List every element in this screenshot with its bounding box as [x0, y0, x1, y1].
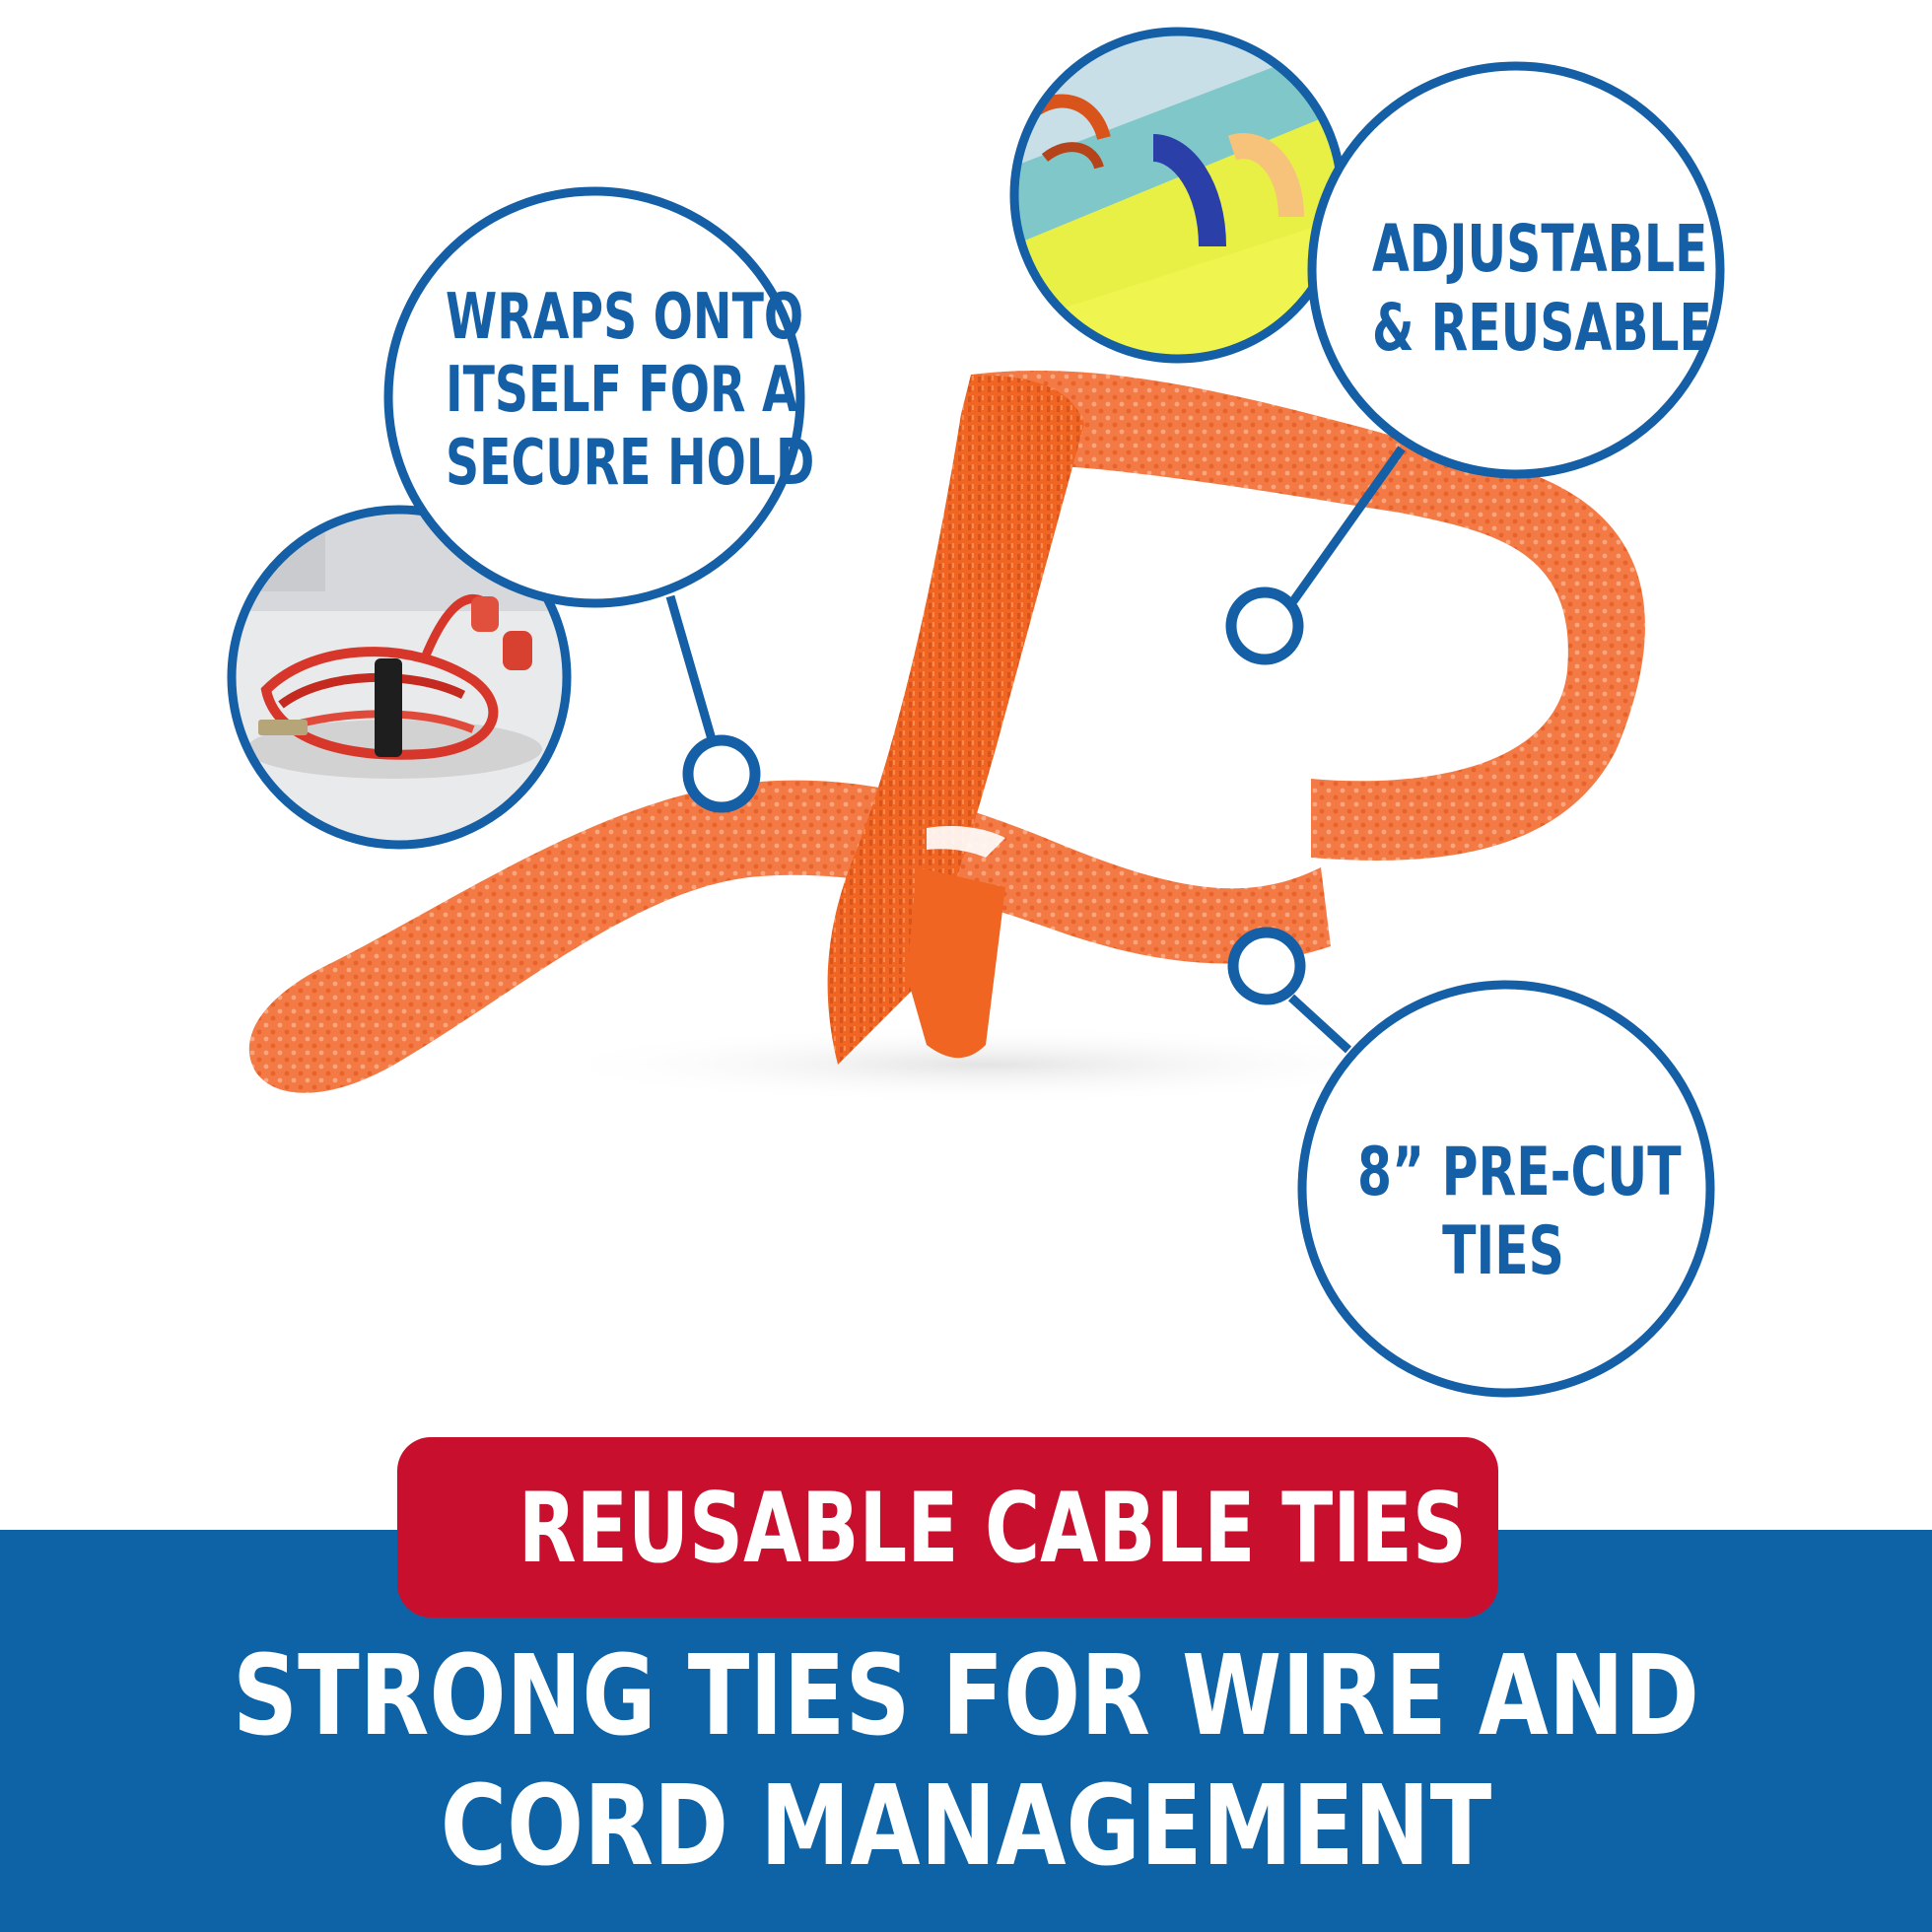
paper-rolls-photo — [1014, 32, 1342, 359]
callout-bubble-precut — [1297, 980, 1715, 1398]
headline: STRONG TIES FOR WIRE AND CORD MANAGEMENT — [173, 1631, 1758, 1892]
earbuds-photo-ring — [227, 505, 572, 850]
orange-velcro-tie — [248, 371, 1645, 1093]
callout-wraps-text: WRAPS ONTO ITSELF FOR A SECURE HOLD — [446, 281, 815, 500]
callout-wraps-line3: SECURE HOLD — [446, 427, 815, 500]
callout-wraps-line1: WRAPS ONTO — [446, 281, 804, 354]
callout-precut-line2: TIES — [1442, 1212, 1564, 1290]
callout-wraps-line2: ITSELF FOR A — [446, 354, 798, 427]
connector-line-precut — [1287, 994, 1352, 1054]
callout-adjustable-line2: & REUSABLE — [1372, 290, 1712, 366]
connector-line-adjustable — [1289, 446, 1406, 604]
product-badge: REUSABLE CABLE TIES — [397, 1437, 1498, 1618]
callout-adjustable-line1: ADJUSTABLE — [1372, 211, 1708, 287]
headline-line2: CORD MANAGEMENT — [440, 1762, 1492, 1891]
callout-precut-text: 8” PRE-CUT TIES — [1357, 1134, 1682, 1291]
connector-dot-adjustable — [1225, 586, 1304, 665]
callout-bubble-wraps — [383, 186, 805, 608]
callout-adjustable-text: ADJUSTABLE & REUSABLE — [1372, 210, 1712, 368]
callout-bubble-adjustable — [1307, 61, 1725, 479]
headline-line1: STRONG TIES FOR WIRE AND — [232, 1632, 1700, 1760]
callout-precut-line1: 8” PRE-CUT — [1357, 1134, 1682, 1211]
connector-dot-precut — [1227, 927, 1306, 1005]
tie-shadow — [532, 1025, 1439, 1104]
connector-line-wraps — [665, 594, 717, 741]
connector-dot-wraps — [682, 734, 761, 813]
badge-label: REUSABLE CABLE TIES — [518, 1473, 1467, 1585]
